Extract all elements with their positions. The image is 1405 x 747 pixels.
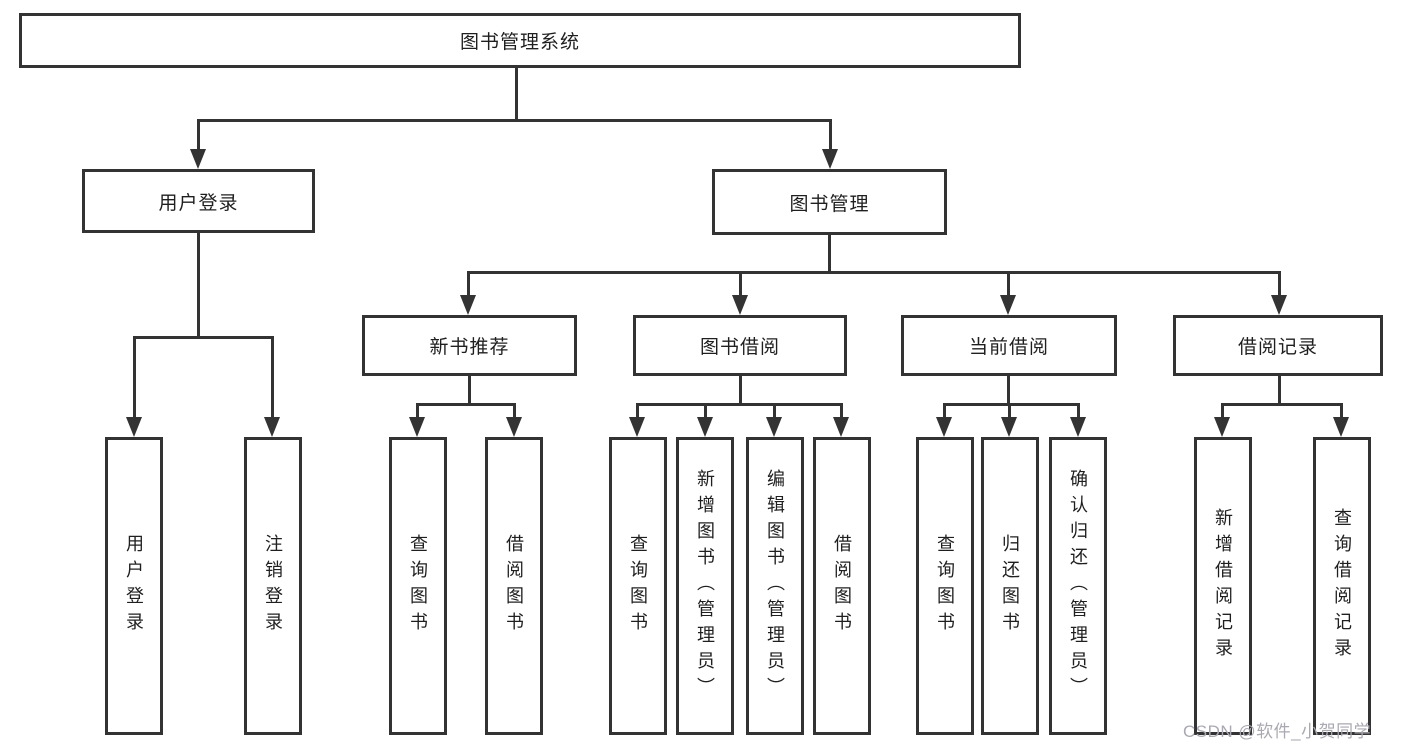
- connector-line: [739, 271, 742, 298]
- arrow-down-icon: [1214, 417, 1230, 437]
- connector-line: [1340, 403, 1343, 420]
- leaf-borrow-borrow-books: 借阅图书: [813, 437, 871, 735]
- leaf-current-query-books: 查询图书: [916, 437, 974, 735]
- connector-line: [513, 403, 516, 420]
- leaf-current-confirm-return-admin: 确认归还（管理员）: [1049, 437, 1107, 735]
- node-root: 图书管理系统: [19, 13, 1021, 68]
- connector-line: [773, 403, 776, 420]
- connector-line: [1278, 271, 1281, 298]
- leaf-current-confirm-return-admin-label: 确认归还（管理员）: [1068, 469, 1088, 703]
- connector-line: [416, 403, 419, 420]
- leaf-current-query-books-label: 查询图书: [935, 534, 955, 638]
- leaf-user-login-label: 用户登录: [124, 534, 144, 638]
- connector-line: [1278, 375, 1281, 406]
- connector-line: [1008, 403, 1011, 420]
- node-book-borrow: 图书借阅: [633, 315, 847, 376]
- arrow-down-icon: [190, 149, 206, 169]
- leaf-records-add-record-label: 新增借阅记录: [1213, 508, 1233, 664]
- node-root-label: 图书管理系统: [459, 32, 580, 53]
- arrow-down-icon: [833, 417, 849, 437]
- leaf-current-return-book: 归还图书: [981, 437, 1039, 735]
- arrow-down-icon: [1333, 417, 1349, 437]
- leaf-logout-label: 注销登录: [263, 534, 283, 638]
- leaf-borrow-edit-book-admin: 编辑图书（管理员）: [746, 437, 804, 735]
- arrow-down-icon: [822, 149, 838, 169]
- leaf-borrow-query-books-label: 查询图书: [628, 534, 648, 638]
- node-book-management: 图书管理: [712, 169, 947, 235]
- arrow-down-icon: [697, 417, 713, 437]
- connector-line: [840, 403, 843, 420]
- connector-line: [271, 336, 274, 420]
- arrow-down-icon: [936, 417, 952, 437]
- leaf-current-return-book-label: 归还图书: [1000, 534, 1020, 638]
- node-new-book-recommend: 新书推荐: [362, 315, 577, 376]
- leaf-borrow-query-books: 查询图书: [609, 437, 667, 735]
- node-current-borrow-label: 当前借阅: [968, 337, 1049, 358]
- node-borrow-records-label: 借阅记录: [1237, 337, 1318, 358]
- leaf-borrow-add-book-admin-label: 新增图书（管理员）: [695, 469, 715, 703]
- leaf-recommend-query-books-label: 查询图书: [408, 534, 428, 638]
- node-user-login: 用户登录: [82, 169, 315, 233]
- arrow-down-icon: [1001, 417, 1017, 437]
- arrow-down-icon: [126, 417, 142, 437]
- node-new-book-recommend-label: 新书推荐: [429, 337, 510, 358]
- leaf-borrow-edit-book-admin-label: 编辑图书（管理员）: [765, 469, 785, 703]
- leaf-records-add-record: 新增借阅记录: [1194, 437, 1252, 735]
- connector-line: [829, 119, 832, 153]
- leaf-user-login: 用户登录: [105, 437, 163, 735]
- leaf-records-query-record: 查询借阅记录: [1313, 437, 1371, 735]
- arrow-down-icon: [264, 417, 280, 437]
- connector-line: [943, 403, 1080, 406]
- leaf-recommend-borrow-books-label: 借阅图书: [504, 534, 524, 638]
- arrow-down-icon: [1070, 417, 1086, 437]
- leaf-logout: 注销登录: [244, 437, 302, 735]
- connector-line: [636, 403, 843, 406]
- connector-line: [133, 336, 136, 420]
- arrow-down-icon: [766, 417, 782, 437]
- leaf-records-query-record-label: 查询借阅记录: [1332, 508, 1352, 664]
- leaf-borrow-borrow-books-label: 借阅图书: [832, 534, 852, 638]
- leaf-recommend-borrow-books: 借阅图书: [485, 437, 543, 735]
- connector-line: [739, 375, 742, 406]
- connector-line: [197, 119, 200, 153]
- connector-line: [943, 403, 946, 420]
- connector-line: [704, 403, 707, 420]
- connector-line: [636, 403, 639, 420]
- connector-line: [828, 234, 831, 274]
- arrow-down-icon: [629, 417, 645, 437]
- connector-line: [468, 375, 471, 406]
- arrow-down-icon: [506, 417, 522, 437]
- connector-line: [515, 66, 518, 121]
- leaf-borrow-add-book-admin: 新增图书（管理员）: [676, 437, 734, 735]
- connector-line: [416, 403, 516, 406]
- connector-line: [1221, 403, 1224, 420]
- connector-line: [1221, 403, 1343, 406]
- connector-line: [467, 271, 1281, 274]
- node-borrow-records: 借阅记录: [1173, 315, 1383, 376]
- node-current-borrow: 当前借阅: [901, 315, 1117, 376]
- arrow-down-icon: [732, 295, 748, 315]
- connector-line: [1007, 271, 1010, 298]
- arrow-down-icon: [460, 295, 476, 315]
- connector-line: [1007, 375, 1010, 406]
- connector-line: [197, 232, 200, 339]
- connector-line: [467, 271, 470, 298]
- node-user-login-label: 用户登录: [158, 192, 239, 214]
- node-book-borrow-label: 图书借阅: [699, 337, 780, 358]
- watermark: CSDN @软件_小贺同学: [1183, 722, 1372, 741]
- arrow-down-icon: [1000, 295, 1016, 315]
- connector-line: [133, 336, 274, 339]
- node-book-management-label: 图书管理: [789, 193, 870, 215]
- arrow-down-icon: [1271, 295, 1287, 315]
- connector-line: [197, 119, 832, 122]
- connector-line: [1077, 403, 1080, 420]
- leaf-recommend-query-books: 查询图书: [389, 437, 447, 735]
- arrow-down-icon: [409, 417, 425, 437]
